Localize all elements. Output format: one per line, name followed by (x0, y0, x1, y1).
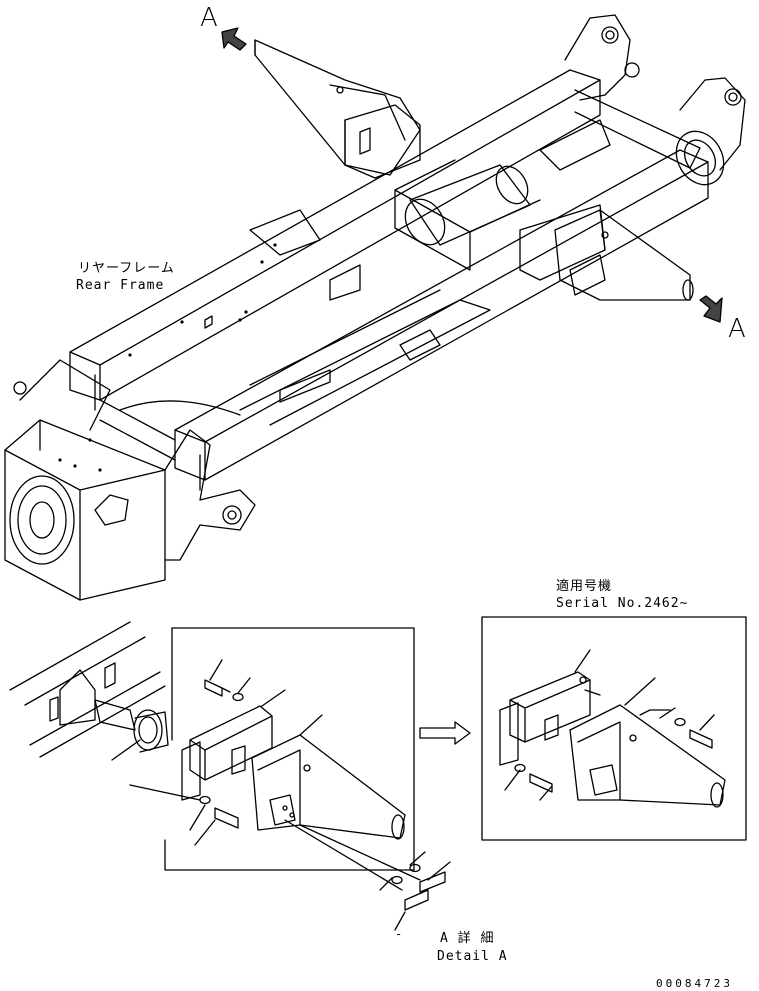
arrow-right (699, 295, 723, 323)
detail-label-jp: A 詳 細 (440, 931, 495, 946)
detail-dash: - (395, 927, 403, 941)
right-mount-bracket-drawing (519, 204, 694, 301)
serial-label-en: Serial No.2462∼ (556, 596, 689, 611)
detail-a-drawing (9, 621, 471, 931)
serial-label-jp: 適用号機 (556, 579, 613, 594)
page-number: 00084723 (656, 977, 733, 990)
top-mount-bracket-drawing (254, 39, 421, 179)
rear-frame-drawing (4, 14, 746, 601)
arrow-a-top-label: A (200, 3, 218, 33)
rear-frame-label-jp: リヤーフレーム (78, 261, 175, 276)
detail-label-en: Detail A (437, 949, 508, 964)
arrow-top (221, 27, 247, 51)
arrow-a-right-label: A (728, 314, 746, 344)
rear-frame-label-en: Rear Frame (76, 278, 165, 293)
serial-detail-drawing (481, 616, 747, 841)
